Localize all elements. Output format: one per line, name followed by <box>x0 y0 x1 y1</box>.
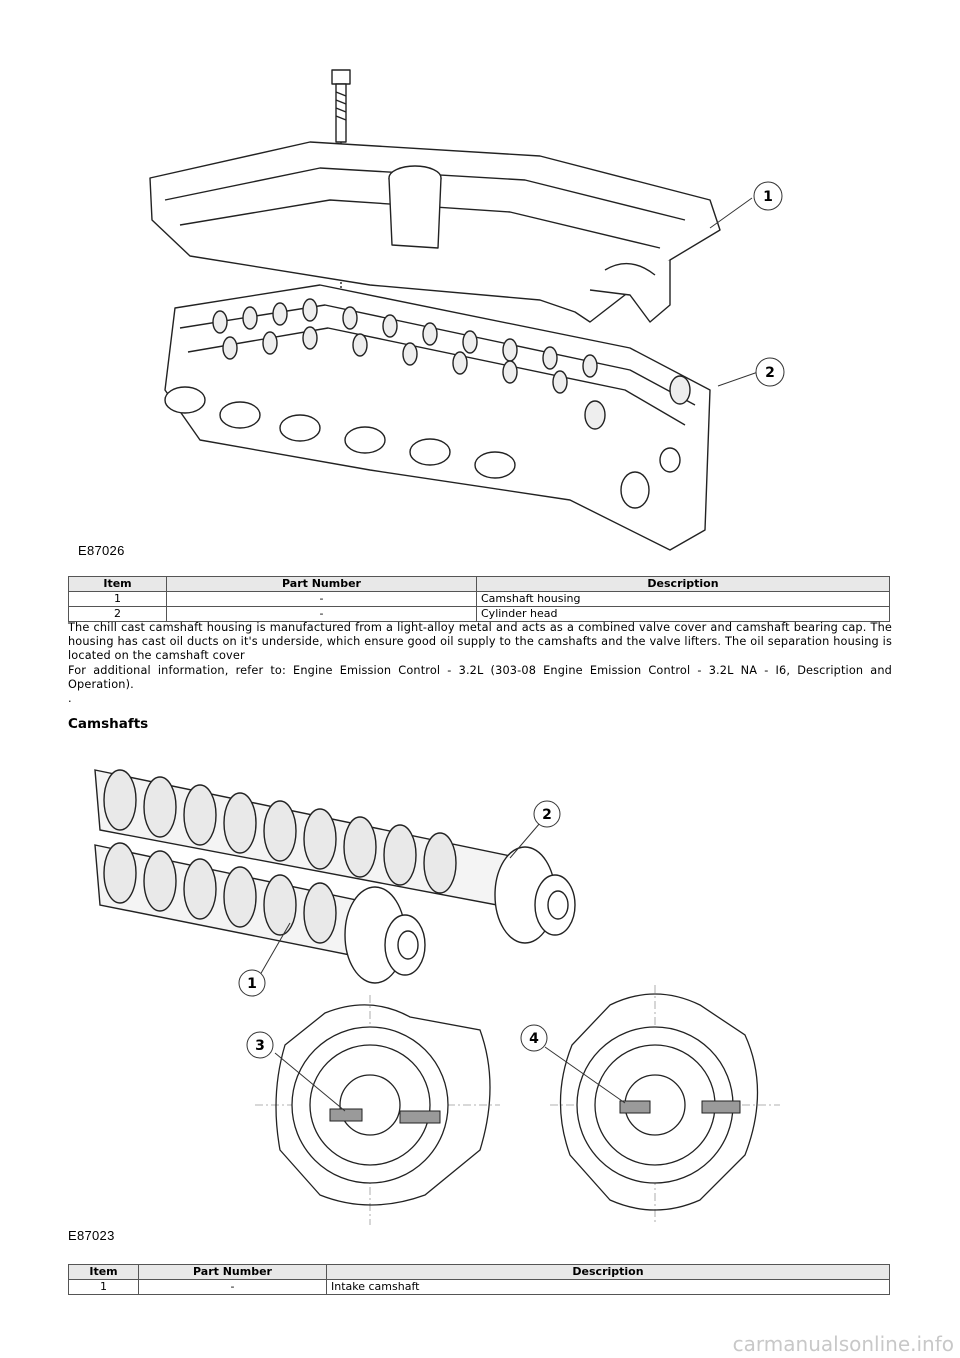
keyway-right-a <box>619 1100 651 1114</box>
callout-4-label: 4 <box>529 1031 539 1047</box>
callout-2-label: 2 <box>765 365 775 381</box>
cell-description: Camshaft housing <box>476 591 890 607</box>
paragraph-period: . <box>68 692 72 706</box>
cell-part-number: - <box>166 606 477 622</box>
col-header-part-number: Part Number <box>138 1264 327 1280</box>
parts-table-2: Item Part Number Description 1 - Intake … <box>68 1264 890 1295</box>
paragraph-reference-link[interactable]: For additional information, refer to: En… <box>68 663 892 691</box>
figure-2-id: E87023 <box>68 1228 115 1243</box>
figure-camshaft-housing-cylinder-head: 1 2 <box>70 60 800 560</box>
table-header-row: Item Part Number Description <box>68 1264 890 1280</box>
cell-part-number: - <box>138 1279 327 1295</box>
cell-description: Cylinder head <box>476 606 890 622</box>
paragraph-housing-description: The chill cast camshaft housing is manuf… <box>68 621 892 663</box>
keyway-left-b <box>399 1110 441 1124</box>
keyway-right-b <box>701 1100 741 1114</box>
bolt-head <box>331 69 351 85</box>
figure-1-id: E87026 <box>78 543 125 558</box>
callout-2-label: 2 <box>542 807 552 823</box>
camshaft-illustration: 1 2 3 4 <box>94 769 780 1225</box>
callout-3-circle <box>246 1031 274 1059</box>
cell-item: 1 <box>68 1279 139 1295</box>
callout-2-circle <box>755 357 785 387</box>
callout-1-circle <box>238 969 266 997</box>
end-view-right-outline <box>559 993 759 1211</box>
end-view-left-outline <box>275 1004 491 1206</box>
col-header-item: Item <box>68 1264 139 1280</box>
table-header-row: Item Part Number Description <box>68 576 890 592</box>
section-heading-camshafts: Camshafts <box>68 716 149 732</box>
col-header-item: Item <box>68 576 167 592</box>
col-header-description: Description <box>476 576 890 592</box>
callout-1-label: 1 <box>763 189 773 205</box>
col-header-description: Description <box>326 1264 890 1280</box>
parts-table-1: Item Part Number Description 1 - Camshaf… <box>68 576 890 622</box>
cell-description: Intake camshaft <box>326 1279 890 1295</box>
callout-1-label: 1 <box>247 976 257 992</box>
col-header-part-number: Part Number <box>166 576 477 592</box>
callout-1-circle <box>753 181 783 211</box>
callout-2-circle <box>533 800 561 828</box>
watermark: carmanualsonline.info <box>732 1332 954 1356</box>
keyway-left-a <box>329 1108 363 1122</box>
table-row: 2 - Cylinder head <box>68 606 890 622</box>
engine-illustration: 1 2 <box>149 69 785 551</box>
cell-part-number: - <box>166 591 477 607</box>
table-row: 1 - Camshaft housing <box>68 591 890 607</box>
figure-camshafts: 1 2 3 4 <box>80 755 800 1235</box>
callout-3-label: 3 <box>255 1038 265 1054</box>
cell-item: 1 <box>68 591 167 607</box>
callout-4-circle <box>520 1024 548 1052</box>
body-text: The chill cast camshaft housing is manuf… <box>68 621 892 706</box>
table-row: 1 - Intake camshaft <box>68 1279 890 1295</box>
cell-item: 2 <box>68 606 167 622</box>
